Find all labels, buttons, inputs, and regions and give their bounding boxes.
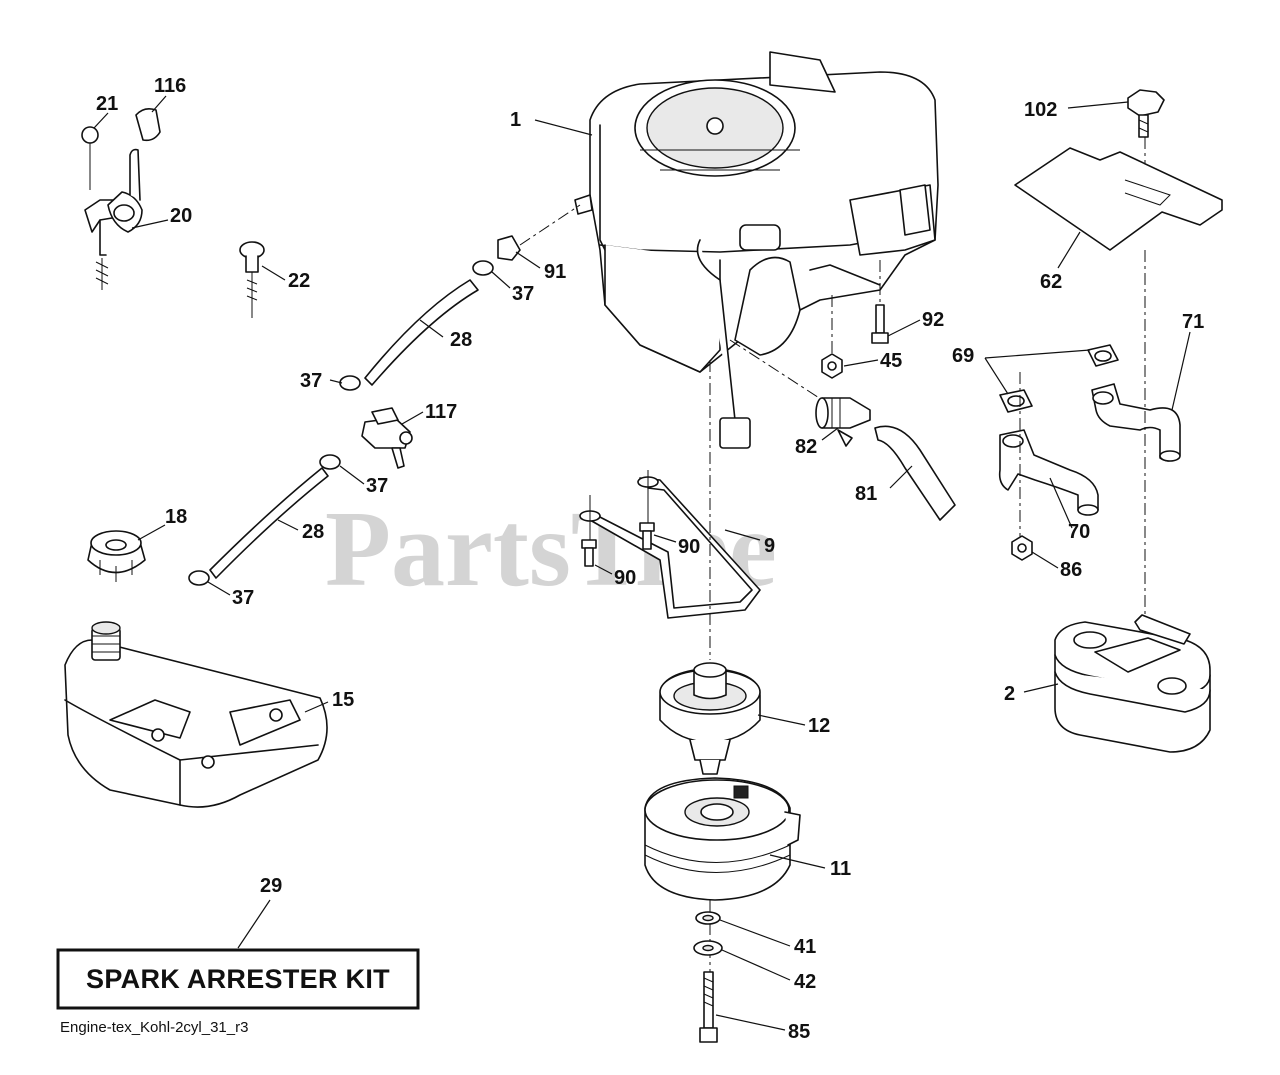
throttle-control [81,108,161,290]
exhaust-gasket-left [999,389,1033,413]
callout-28a: 28 [450,329,472,351]
spark-arrester-kit-box [56,948,420,1010]
bracket-bolt-upper [639,470,655,550]
callout-18: 18 [165,506,187,528]
callout-116: 116 [154,75,186,97]
washer-41 [695,911,721,925]
callout-42: 42 [794,971,816,993]
callout-70: 70 [1068,521,1090,543]
pto-clutch [644,777,801,901]
callout-22: 22 [288,270,310,292]
muffler [1054,614,1211,753]
callout-37d: 37 [232,587,254,609]
exhaust-nut [1011,535,1033,561]
fuel-cap [87,530,146,582]
diagram-caption: Engine-tex_Kohl-2cyl_31_r3 [60,1019,248,1036]
fuel-tank [64,621,328,808]
callout-85: 85 [788,1021,810,1043]
fuel-line-lower [188,454,341,586]
engine-pulley [659,662,761,775]
callout-11: 11 [830,858,851,880]
callout-92: 92 [922,309,944,331]
callout-20: 20 [170,205,192,227]
callout-1: 1 [510,109,521,131]
callout-28b: 28 [302,521,324,543]
drain-plug [239,241,265,318]
fuel-fitting [497,204,581,261]
exhaust-gasket-right [1087,344,1119,367]
callout-71: 71 [1182,311,1204,333]
clutch-bolt [699,971,718,1043]
breather-fitting [815,397,871,447]
exhaust-pipe-right [1091,383,1181,462]
callout-41: 41 [794,936,816,958]
heat-shield [1014,147,1223,251]
callout-82: 82 [795,436,817,458]
callout-90b: 90 [614,567,636,589]
callout-91: 91 [544,261,566,283]
callout-37a: 37 [512,283,534,305]
callout-86: 86 [1060,559,1082,581]
breather-hose [874,425,956,521]
callout-9: 9 [764,535,775,557]
callout-37c: 37 [366,475,388,497]
callout-69: 69 [952,345,974,367]
callout-102: 102 [1024,99,1057,121]
washer-42 [693,940,723,956]
spark-arrester-kit-label: SPARK ARRESTER KIT [86,964,390,994]
mounting-bolt [871,260,889,344]
callout-117: 117 [425,401,457,423]
callout-29: 29 [260,875,282,897]
engine [574,51,939,449]
exhaust-pipe-left [998,429,1099,516]
callout-81: 81 [855,483,877,505]
callout-45: 45 [880,350,902,372]
callout-21: 21 [96,93,118,115]
callout-15: 15 [332,689,354,711]
shield-screw [1127,89,1165,138]
callout-2: 2 [1004,683,1015,705]
callout-90a: 90 [678,536,700,558]
callout-12: 12 [808,715,830,737]
fuel-shutoff-valve [361,407,413,469]
callout-37b: 37 [300,370,322,392]
bracket-bolt-lower [581,495,597,567]
callout-62: 62 [1040,271,1062,293]
fuel-line-upper [339,260,494,391]
mounting-nut [821,353,843,379]
